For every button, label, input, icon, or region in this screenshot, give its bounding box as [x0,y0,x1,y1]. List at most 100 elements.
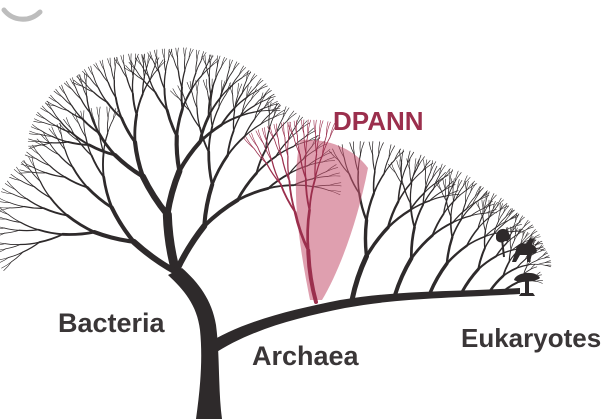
archaea-branch [395,258,411,295]
bacteria-branch [63,232,95,234]
bacteria-branch [234,93,242,108]
archaea-branch [411,235,432,258]
bacteria-branch [32,124,40,130]
bacteria-branch [177,109,183,136]
archaea-branch [410,184,411,203]
archaea-branch [411,168,418,184]
bacteria-branch [6,244,20,248]
bacteria-branch [167,171,179,215]
archaea-branch [545,265,551,267]
archaea-branch [483,200,484,208]
bacteria-branch [114,68,115,81]
archaea-branch [414,205,423,228]
bacteria-branch [176,226,204,272]
bacteria-branch [2,262,12,268]
archaea-branch [373,155,375,172]
bacteria-branches [0,48,341,272]
bacteria-branch [212,79,213,91]
bacteria-branch [234,113,243,131]
bacteria-branch [132,77,133,94]
bacteria-branch [93,76,98,88]
bacteria-branch [210,55,212,65]
bacteria-branch [167,215,176,272]
bacteria-label: Bacteria [58,310,165,337]
bacteria-branch [10,177,21,180]
bacteria-branch [94,92,107,102]
bacteria-branch [212,156,227,185]
bacteria-branch [59,155,73,168]
bacteria-branch [138,56,142,65]
bacteria-branch [116,57,120,66]
bacteria-branch [197,92,198,108]
bacteria-branch [19,230,38,231]
bacteria-branch [258,86,267,90]
archaea-branch [519,217,525,223]
bacteria-branch [209,127,212,152]
archaea-branch [432,168,440,179]
bacteria-branch [197,80,199,92]
archaea-branch [463,177,470,186]
archaea-branch [439,164,442,175]
bacteria-branch [197,50,199,60]
bacteria-branch [209,78,211,95]
bacteria-branch [97,107,99,119]
archaea-branch [490,276,503,291]
bacteria-branch [99,107,100,119]
bacteria-branch [287,113,296,121]
bacteria-branch [57,137,65,149]
bacteria-branch [305,131,315,137]
bacteria-branch [52,110,60,121]
bacteria-branch [239,67,246,75]
bacteria-branch [0,215,6,219]
bacteria-branch [67,215,94,232]
archaea-branch [510,240,511,249]
archaea-branch [524,222,530,227]
bacteria-branch [39,155,49,166]
eukaryote-branch [536,280,543,281]
archaea-branch [503,219,511,225]
bacteria-branch [164,72,165,89]
bacteria-branch [122,118,135,142]
bacteria-branch [28,139,38,141]
bacteria-branch [0,207,10,208]
eukaryote-branch [536,281,542,283]
bacteria-branch [0,257,9,263]
dpann-branch [267,142,272,161]
bacteria-branch [185,48,186,58]
bacteria-branch [11,252,22,262]
bacteria-branch [107,107,108,119]
bacteria-branch [136,70,144,81]
bacteria-branch [20,172,32,173]
bacteria-branch [4,228,19,230]
archaea-branch [352,256,367,300]
bacteria-branch [66,118,71,129]
archaea-branch [367,193,374,220]
bacteria-branch [103,152,104,177]
archaea-branch [384,158,389,174]
archaea-branch [367,228,388,257]
bacteria-branch [166,59,169,72]
dpann-branch [316,120,317,135]
bacteria-branch [164,49,165,59]
bacteria-branch [10,207,25,208]
archaea-branch [360,142,364,155]
bacteria-branch [233,63,239,71]
bacteria-branch [62,85,66,94]
archaea-branch [391,163,396,174]
bacteria-branch [178,71,182,87]
bacteria-branch [76,87,81,99]
bacteria-branch [52,127,57,138]
archaea-branch [451,217,452,238]
bacteria-branch [34,187,50,198]
bacteria-branch [68,111,83,119]
eukaryotes-label: Eukaryotes [461,325,601,351]
bacteria-branch [159,73,164,89]
archaea-branch [374,174,384,193]
archaea-branch [530,231,537,236]
bacteria-branch [137,94,143,115]
bacteria-branch [177,136,180,171]
bacteria-branch [6,219,21,222]
bacteria-branch [5,244,20,245]
corner-circle-mark [4,10,40,19]
bacteria-branch [135,115,137,142]
